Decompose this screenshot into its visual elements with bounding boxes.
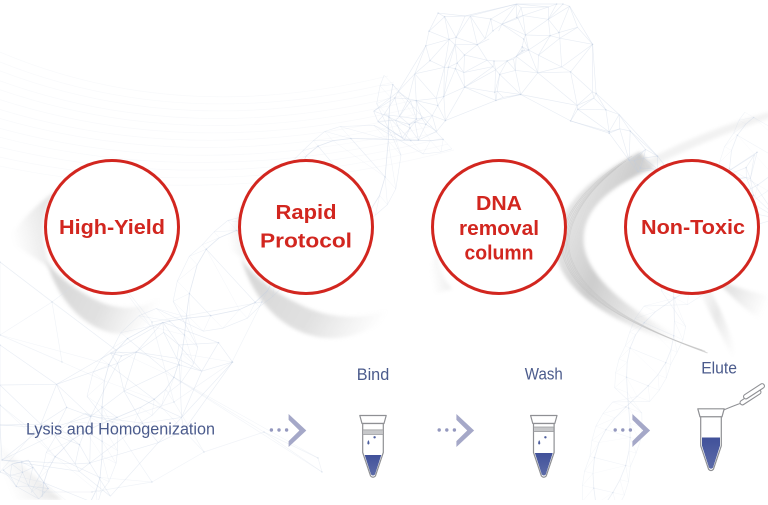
- svg-text:removal: removal: [459, 217, 539, 240]
- svg-text:column: column: [465, 242, 534, 265]
- svg-text:High-Yield: High-Yield: [59, 216, 165, 239]
- svg-text:Lysis and Homogenization: Lysis and Homogenization: [26, 420, 215, 439]
- svg-text:Elute: Elute: [701, 360, 737, 378]
- svg-text:Non-Toxic: Non-Toxic: [641, 216, 745, 239]
- svg-text:Bind: Bind: [357, 366, 390, 384]
- svg-text:Protocol: Protocol: [260, 229, 352, 252]
- svg-text:Wash: Wash: [525, 366, 563, 384]
- svg-text:DNA: DNA: [476, 192, 522, 215]
- svg-text:Rapid: Rapid: [276, 201, 337, 224]
